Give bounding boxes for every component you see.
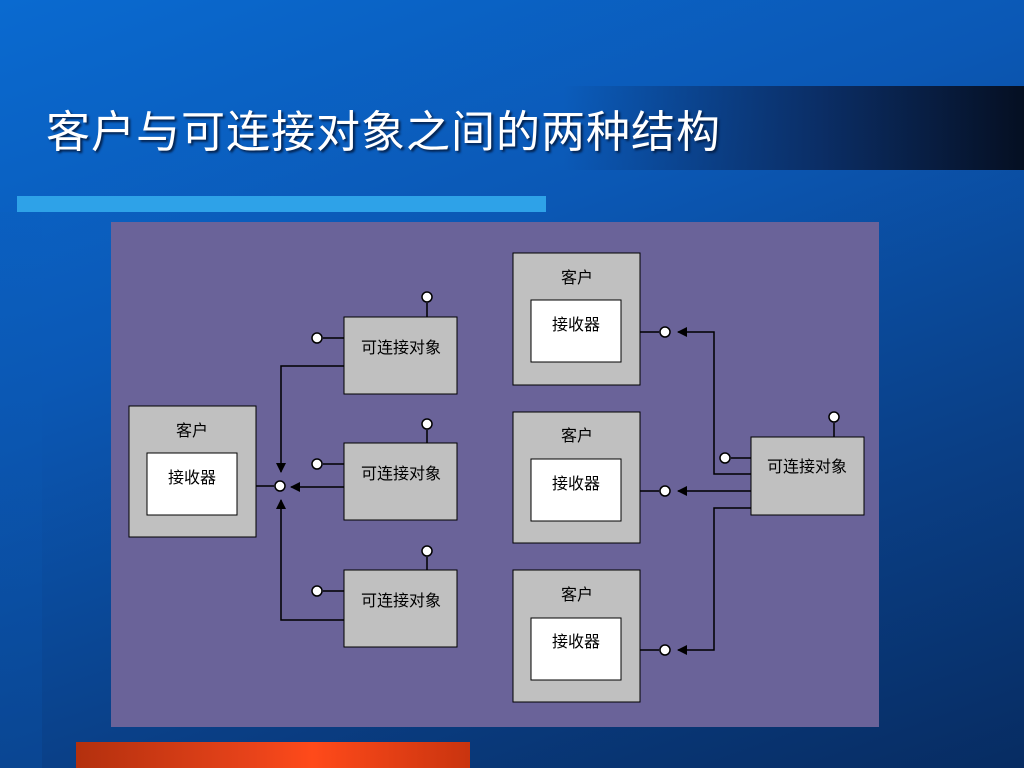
sink-connection-point bbox=[659, 644, 671, 656]
slide-title: 客户与可连接对象之间的两种结构 bbox=[46, 107, 721, 158]
connection-arrow bbox=[276, 365, 344, 473]
interface-point bbox=[828, 411, 840, 423]
receiver-label: 接收器 bbox=[552, 632, 600, 651]
receiver-box bbox=[146, 452, 238, 516]
decorative-strip bbox=[0, 212, 42, 768]
connection-point bbox=[311, 332, 323, 344]
client-label: 客户 bbox=[561, 426, 593, 445]
receiver-label: 接收器 bbox=[552, 474, 600, 493]
connection-point bbox=[719, 452, 731, 464]
connection-point bbox=[311, 458, 323, 470]
client-label: 客户 bbox=[561, 585, 593, 604]
right-structure: 客户 接收器 客户 接收器 客户 接收器 bbox=[512, 252, 865, 703]
connection-arrow bbox=[677, 327, 751, 475]
connection-arrow bbox=[677, 507, 751, 655]
right-client-3: 客户 接收器 bbox=[512, 569, 671, 703]
client-label: 客户 bbox=[176, 421, 208, 440]
connectable-object-label: 可连接对象 bbox=[361, 464, 441, 483]
right-client-2: 客户 接收器 bbox=[512, 411, 671, 544]
diagram-panel: 客户 接收器 可连接对象 可连接对象 bbox=[111, 222, 879, 727]
connection-arrow bbox=[276, 499, 344, 621]
diagram-canvas: 客户 接收器 可连接对象 可连接对象 bbox=[128, 252, 865, 703]
left-structure: 客户 接收器 可连接对象 可连接对象 bbox=[128, 291, 458, 648]
interface-point bbox=[421, 418, 433, 430]
receiver-label: 接收器 bbox=[552, 315, 600, 334]
connection-point bbox=[311, 585, 323, 597]
receiver-box bbox=[530, 617, 622, 681]
left-object-2: 可连接对象 bbox=[290, 418, 458, 521]
receiver-box bbox=[530, 299, 622, 363]
connectable-object-box bbox=[750, 436, 865, 516]
right-object: 可连接对象 bbox=[677, 327, 865, 655]
sink-connection-point bbox=[274, 480, 286, 492]
connectable-object-box bbox=[343, 316, 458, 395]
client-label: 客户 bbox=[561, 268, 593, 287]
receiver-label: 接收器 bbox=[168, 468, 216, 487]
sink-connection-point bbox=[659, 485, 671, 497]
right-client-1: 客户 接收器 bbox=[512, 252, 671, 386]
sink-connection-point bbox=[659, 326, 671, 338]
title-underline bbox=[17, 196, 546, 212]
connectable-object-label: 可连接对象 bbox=[361, 338, 441, 357]
left-client: 客户 接收器 bbox=[128, 405, 257, 538]
receiver-box bbox=[530, 458, 622, 522]
connectable-object-label: 可连接对象 bbox=[767, 457, 847, 476]
accent-bar bbox=[76, 742, 470, 768]
left-sink-point bbox=[256, 480, 286, 492]
connectable-object-label: 可连接对象 bbox=[361, 591, 441, 610]
left-object-3: 可连接对象 bbox=[276, 499, 458, 648]
interface-point bbox=[421, 291, 433, 303]
connectable-object-box bbox=[343, 442, 458, 521]
interface-point bbox=[421, 545, 433, 557]
connectable-object-box bbox=[343, 569, 458, 648]
title-band bbox=[0, 86, 1024, 170]
left-object-1: 可连接对象 bbox=[276, 291, 458, 473]
